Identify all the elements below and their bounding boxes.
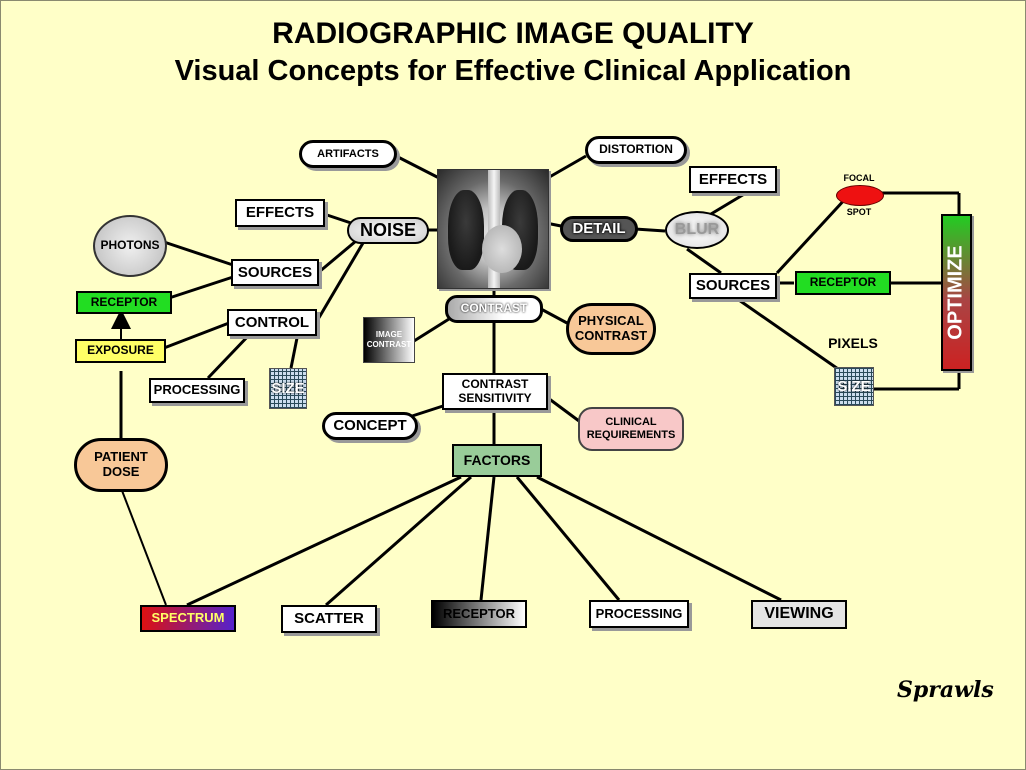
- clinical-requirements-node: CLINICAL REQUIREMENTS: [578, 407, 684, 451]
- pixels-label: PIXELS: [828, 335, 878, 351]
- effects-node-left: EFFECTS: [235, 199, 325, 227]
- receptor-node-bottom: RECEPTOR: [431, 600, 527, 628]
- optimize-label: OPTIMIZE: [945, 245, 968, 340]
- distortion-node: DISTORTION: [585, 136, 687, 164]
- photons-node: PHOTONS: [93, 215, 167, 277]
- physical-contrast-node: PHYSICAL CONTRAST: [566, 303, 656, 355]
- optimize-bar: OPTIMIZE: [941, 214, 972, 371]
- factors-node: FACTORS: [452, 444, 542, 477]
- viewing-node: VIEWING: [751, 600, 847, 629]
- page-title: RADIOGRAPHIC IMAGE QUALITY: [272, 17, 754, 50]
- focal-label: FOCAL: [843, 173, 875, 183]
- size-node-left: SIZE: [269, 368, 307, 409]
- control-node: CONTROL: [227, 309, 317, 336]
- noise-node: NOISE: [347, 217, 429, 244]
- sources-node-right: SOURCES: [689, 273, 777, 299]
- exposure-node: EXPOSURE: [75, 339, 166, 363]
- focal-spot-shape: [836, 185, 884, 206]
- page-subtitle: Visual Concepts for Effective Clinical A…: [174, 55, 852, 87]
- blur-node: BLUR: [665, 211, 729, 249]
- spot-label: SPOT: [846, 207, 872, 217]
- scatter-node: SCATTER: [281, 605, 377, 633]
- sources-node-left: SOURCES: [231, 259, 319, 286]
- spectrum-node: SPECTRUM: [140, 605, 236, 632]
- detail-node: DETAIL: [560, 216, 638, 242]
- concept-node: CONCEPT: [322, 412, 418, 440]
- contrast-sensitivity-node: CONTRAST SENSITIVITY: [442, 373, 548, 410]
- size-node-right: SIZE: [834, 367, 874, 406]
- contrast-node: CONTRAST: [445, 295, 543, 323]
- processing-node-left: PROCESSING: [149, 378, 245, 403]
- author-signature: Sprawls: [897, 677, 994, 703]
- receptor-node-right: RECEPTOR: [795, 271, 891, 295]
- receptor-node-left: RECEPTOR: [76, 291, 172, 314]
- patient-dose-node: PATIENT DOSE: [74, 438, 168, 492]
- image-contrast-node: IMAGE CONTRAST: [363, 317, 415, 363]
- chest-xray-image: [437, 169, 549, 289]
- effects-node-right: EFFECTS: [689, 166, 777, 193]
- processing-node-bottom: PROCESSING: [589, 600, 689, 628]
- artifacts-node: ARTIFACTS: [299, 140, 397, 168]
